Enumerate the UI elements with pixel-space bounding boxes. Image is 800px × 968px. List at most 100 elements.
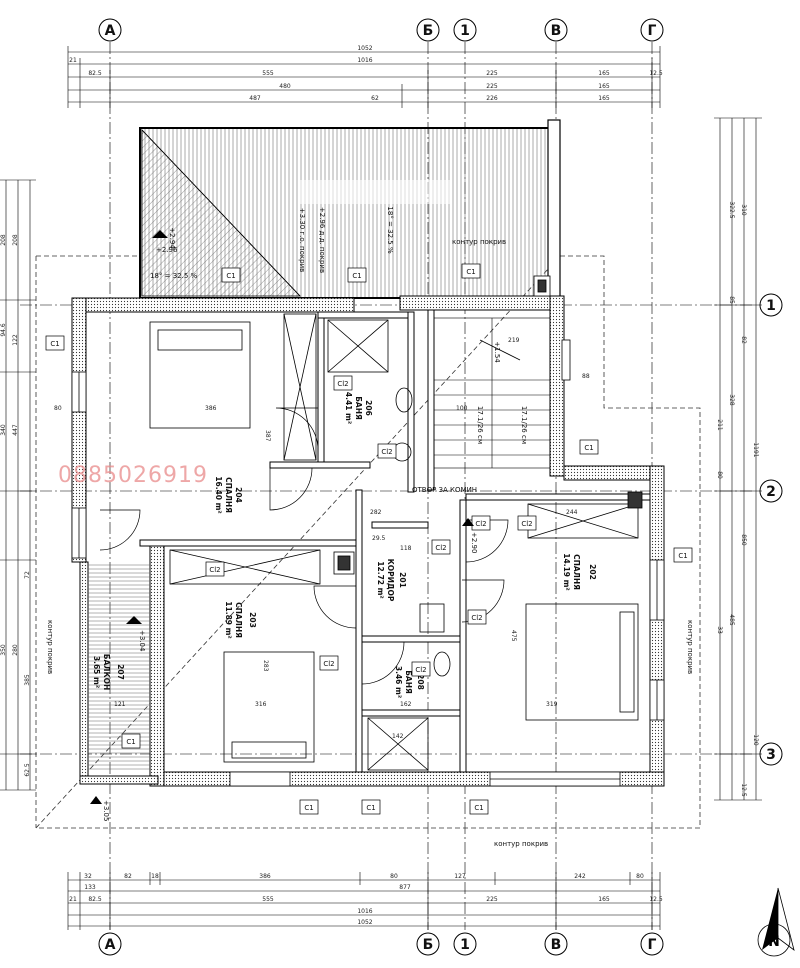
inner-dim-1: 387 bbox=[264, 430, 271, 442]
windows bbox=[71, 339, 665, 787]
room-208-area: 3.46 m² bbox=[394, 666, 403, 698]
inner-dim-4: 319 bbox=[546, 701, 558, 708]
axis-label-top-b: Б bbox=[423, 23, 434, 39]
tag-cl2-f: Cl2 bbox=[521, 520, 532, 528]
room-207-name: БАЛКОН bbox=[102, 654, 111, 691]
room-208-name: БАНЯ bbox=[404, 670, 413, 694]
dim-bottom-total1: 1052 bbox=[357, 919, 372, 926]
inner-dim-13: 100 bbox=[456, 405, 468, 412]
dim-bottom-r1-4: 80 bbox=[390, 873, 398, 880]
room-204-area: 16.40 m² bbox=[214, 476, 223, 513]
roof-contour-note-right: контур покрив bbox=[686, 620, 694, 674]
dim-top-r1-5: 12.5 bbox=[649, 70, 663, 77]
furniture bbox=[149, 275, 643, 771]
dim-left-3: 122 bbox=[12, 334, 19, 346]
dim-bottom-r1-5: 127 bbox=[454, 873, 466, 880]
dim-top-r1-2: 555 bbox=[262, 70, 274, 77]
tag-cl2-c: Cl2 bbox=[209, 566, 220, 574]
tag-c1-balcony: C1 bbox=[126, 738, 135, 746]
inner-dim-16: 244 bbox=[566, 509, 578, 516]
axis-label-bottom-1: 1 bbox=[460, 937, 470, 953]
stair-label-b: 17.1/26 см bbox=[520, 406, 528, 444]
dim-right-3: 82 bbox=[740, 336, 747, 344]
room-207-number: 207 bbox=[116, 664, 125, 680]
roof-terrace bbox=[139, 119, 561, 301]
inner-dim-15: 29.5 bbox=[372, 535, 386, 542]
tag-c1-bottom-a: C1 bbox=[304, 804, 313, 812]
room-206-area: 4.41 m² bbox=[344, 392, 353, 424]
axis-label-top-g: Г bbox=[648, 23, 657, 39]
room-202-number: 202 bbox=[588, 564, 597, 580]
room-label-204: СПАЛНЯ 16.40 m² 204 bbox=[214, 476, 243, 513]
interior-walls bbox=[139, 309, 651, 773]
dimension-text-right: 310 322.5 85 82 328 211 1191 80 850 485 … bbox=[716, 201, 759, 796]
room-203-area: 11.89 m² bbox=[224, 601, 233, 638]
dim-right-2: 85 bbox=[728, 296, 735, 304]
room-label-208: БАНЯ 3.46 m² 208 bbox=[394, 666, 425, 698]
dim-top-r3-1: 62 bbox=[371, 95, 379, 102]
inner-dim-9: 282 bbox=[370, 509, 382, 516]
room-204-number: 204 bbox=[234, 487, 243, 503]
tag-c1-top-a: C1 bbox=[226, 272, 235, 280]
inner-dimensions: 386 387 316 283 319 475 162 118 142 282 … bbox=[54, 337, 590, 740]
level-154: +1.54 bbox=[493, 341, 501, 363]
north-arrow: N bbox=[757, 887, 795, 957]
dimension-text-left: 208 208 94.6 122 447 340 350 280 72 62.5… bbox=[0, 234, 31, 777]
level-294: +2.94 bbox=[168, 227, 176, 249]
dim-bottom-r1-1: 82 bbox=[124, 873, 132, 880]
dim-bottom-r1-2: 18 bbox=[151, 873, 159, 880]
room-label-203: СПАЛНЯ 11.89 m² 203 bbox=[224, 601, 257, 638]
roof-contour-note-bottom: контур покрив bbox=[494, 840, 548, 848]
roof-level-label-a: +2.96 д.д. покрив bbox=[318, 207, 326, 273]
phone-watermark: 0885026919 bbox=[58, 463, 208, 488]
inner-dim-8: 142 bbox=[392, 733, 404, 740]
dim-right-10: 33 bbox=[716, 626, 723, 634]
level-markers: +2.96 +3.04 +3.05 +2.90 bbox=[90, 230, 478, 821]
room-208-number: 208 bbox=[416, 674, 425, 690]
room-label-206: БАНЯ 4.41 m² 206 bbox=[344, 392, 373, 424]
dimension-chains-bottom bbox=[67, 872, 661, 930]
dim-top-total2: 1016 bbox=[357, 57, 372, 64]
dim-left-6: 350 bbox=[0, 644, 7, 656]
dim-top-r1-1: 82.5 bbox=[88, 70, 102, 77]
dim-right-11: 12.5 bbox=[740, 783, 747, 797]
axis-bubbles-top: А Б 1 В Г bbox=[98, 18, 664, 42]
axis-label-right-3: 3 bbox=[766, 747, 776, 763]
level-305: +3.05 bbox=[102, 800, 110, 821]
axis-label-right-2: 2 bbox=[766, 484, 776, 500]
room-206-name: БАНЯ bbox=[354, 396, 363, 420]
dimension-text-top: 1052 1016 21 82.5 555 225 165 12.5 480 2… bbox=[69, 45, 663, 102]
dim-bottom-r3-2: 555 bbox=[262, 896, 274, 903]
tag-cl2-g: Cl2 bbox=[435, 544, 446, 552]
axis-label-top-1: 1 bbox=[460, 23, 470, 39]
north-arrow-letter: N bbox=[768, 934, 780, 950]
dim-bottom-r3-0: 21 bbox=[69, 896, 77, 903]
dim-bottom-r1-6: 242 bbox=[574, 873, 586, 880]
dim-left-0: 208 bbox=[0, 234, 7, 246]
exterior-walls bbox=[71, 295, 665, 787]
room-204-name: СПАЛНЯ bbox=[224, 477, 233, 513]
room-201-name: КОРИДОР bbox=[386, 559, 395, 602]
dimension-chains-top bbox=[67, 46, 661, 108]
staircase bbox=[433, 317, 551, 469]
dim-bottom-r3-1: 82.5 bbox=[88, 896, 102, 903]
dim-bottom-r2-0: 133 bbox=[84, 884, 96, 891]
inner-dim-11: 121 bbox=[114, 701, 126, 708]
dimension-text-bottom: 32 82 18 386 80 127 242 80 133 877 21 82… bbox=[69, 873, 663, 926]
tag-c1-top-b: C1 bbox=[352, 272, 361, 280]
dim-right-6: 1191 bbox=[752, 442, 759, 457]
tag-cl2-h: Cl2 bbox=[471, 614, 482, 622]
axis-label-bottom-b: Б bbox=[423, 937, 434, 953]
dim-bottom-r3-3: 225 bbox=[486, 896, 498, 903]
dim-left-5: 340 bbox=[0, 424, 7, 436]
dim-top-r2-1: 225 bbox=[486, 83, 498, 90]
opening-tags: C1 C1 C1 C1 C1 C1 C1 C1 C1 C1 Cl2 Cl2 Cl… bbox=[45, 263, 693, 815]
dim-top-r1-4: 165 bbox=[598, 70, 610, 77]
dim-bottom-r1-0: 32 bbox=[84, 873, 92, 880]
tag-cl2-e: Cl2 bbox=[475, 520, 486, 528]
inner-dim-7: 118 bbox=[400, 545, 412, 552]
tag-c1-top-c: C1 bbox=[466, 268, 475, 276]
axis-label-right-1: 1 bbox=[766, 298, 776, 314]
room-201-number: 201 bbox=[398, 572, 407, 588]
